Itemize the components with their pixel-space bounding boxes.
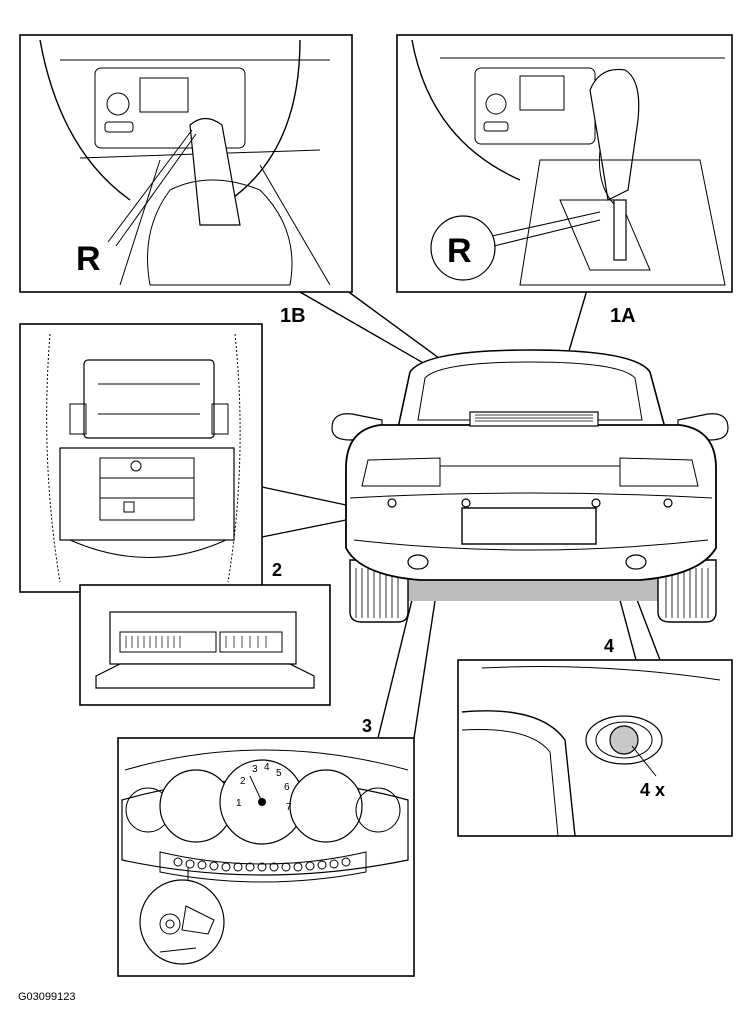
panel-automatic-gear: R <box>396 34 733 293</box>
connector-icon <box>95 611 315 689</box>
parking-sensor-icon <box>461 666 721 837</box>
magnifier-circle <box>430 215 496 281</box>
callout-2: 2 <box>272 560 282 580</box>
svg-text:7: 7 <box>286 802 292 813</box>
automatic-gear-letter: R <box>447 232 472 270</box>
panel-control-unit: 2 <box>19 323 282 593</box>
gear-lever-icon <box>39 39 331 286</box>
callout-3: 3 <box>362 716 372 736</box>
callout-1a: 1A <box>610 305 636 327</box>
panel-instrument-cluster: 1 2 3 4 5 6 7 3 <box>117 716 415 977</box>
svg-text:4: 4 <box>264 762 270 773</box>
svg-text:2: 2 <box>240 776 246 787</box>
figure-id: G03099123 <box>18 991 76 1003</box>
callout-4: 4 <box>604 636 614 656</box>
panel-connector <box>79 584 331 706</box>
automatic-selector-icon <box>411 39 726 286</box>
car-rear-view <box>331 349 729 623</box>
instrument-cluster-icon: 1 2 3 4 5 6 7 <box>121 749 409 965</box>
panel-manual-gear: R <box>19 34 353 293</box>
svg-text:1: 1 <box>236 798 242 809</box>
svg-text:6: 6 <box>284 782 290 793</box>
callout-1b: 1B <box>280 305 306 327</box>
panel-parking-sensor: 4 x 4 <box>457 636 733 837</box>
svg-text:5: 5 <box>276 768 282 779</box>
manual-gear-letter: R <box>76 240 101 278</box>
control-unit-icon <box>46 333 241 583</box>
svg-text:3: 3 <box>252 764 258 775</box>
sensor-quantity: 4 x <box>640 780 665 800</box>
